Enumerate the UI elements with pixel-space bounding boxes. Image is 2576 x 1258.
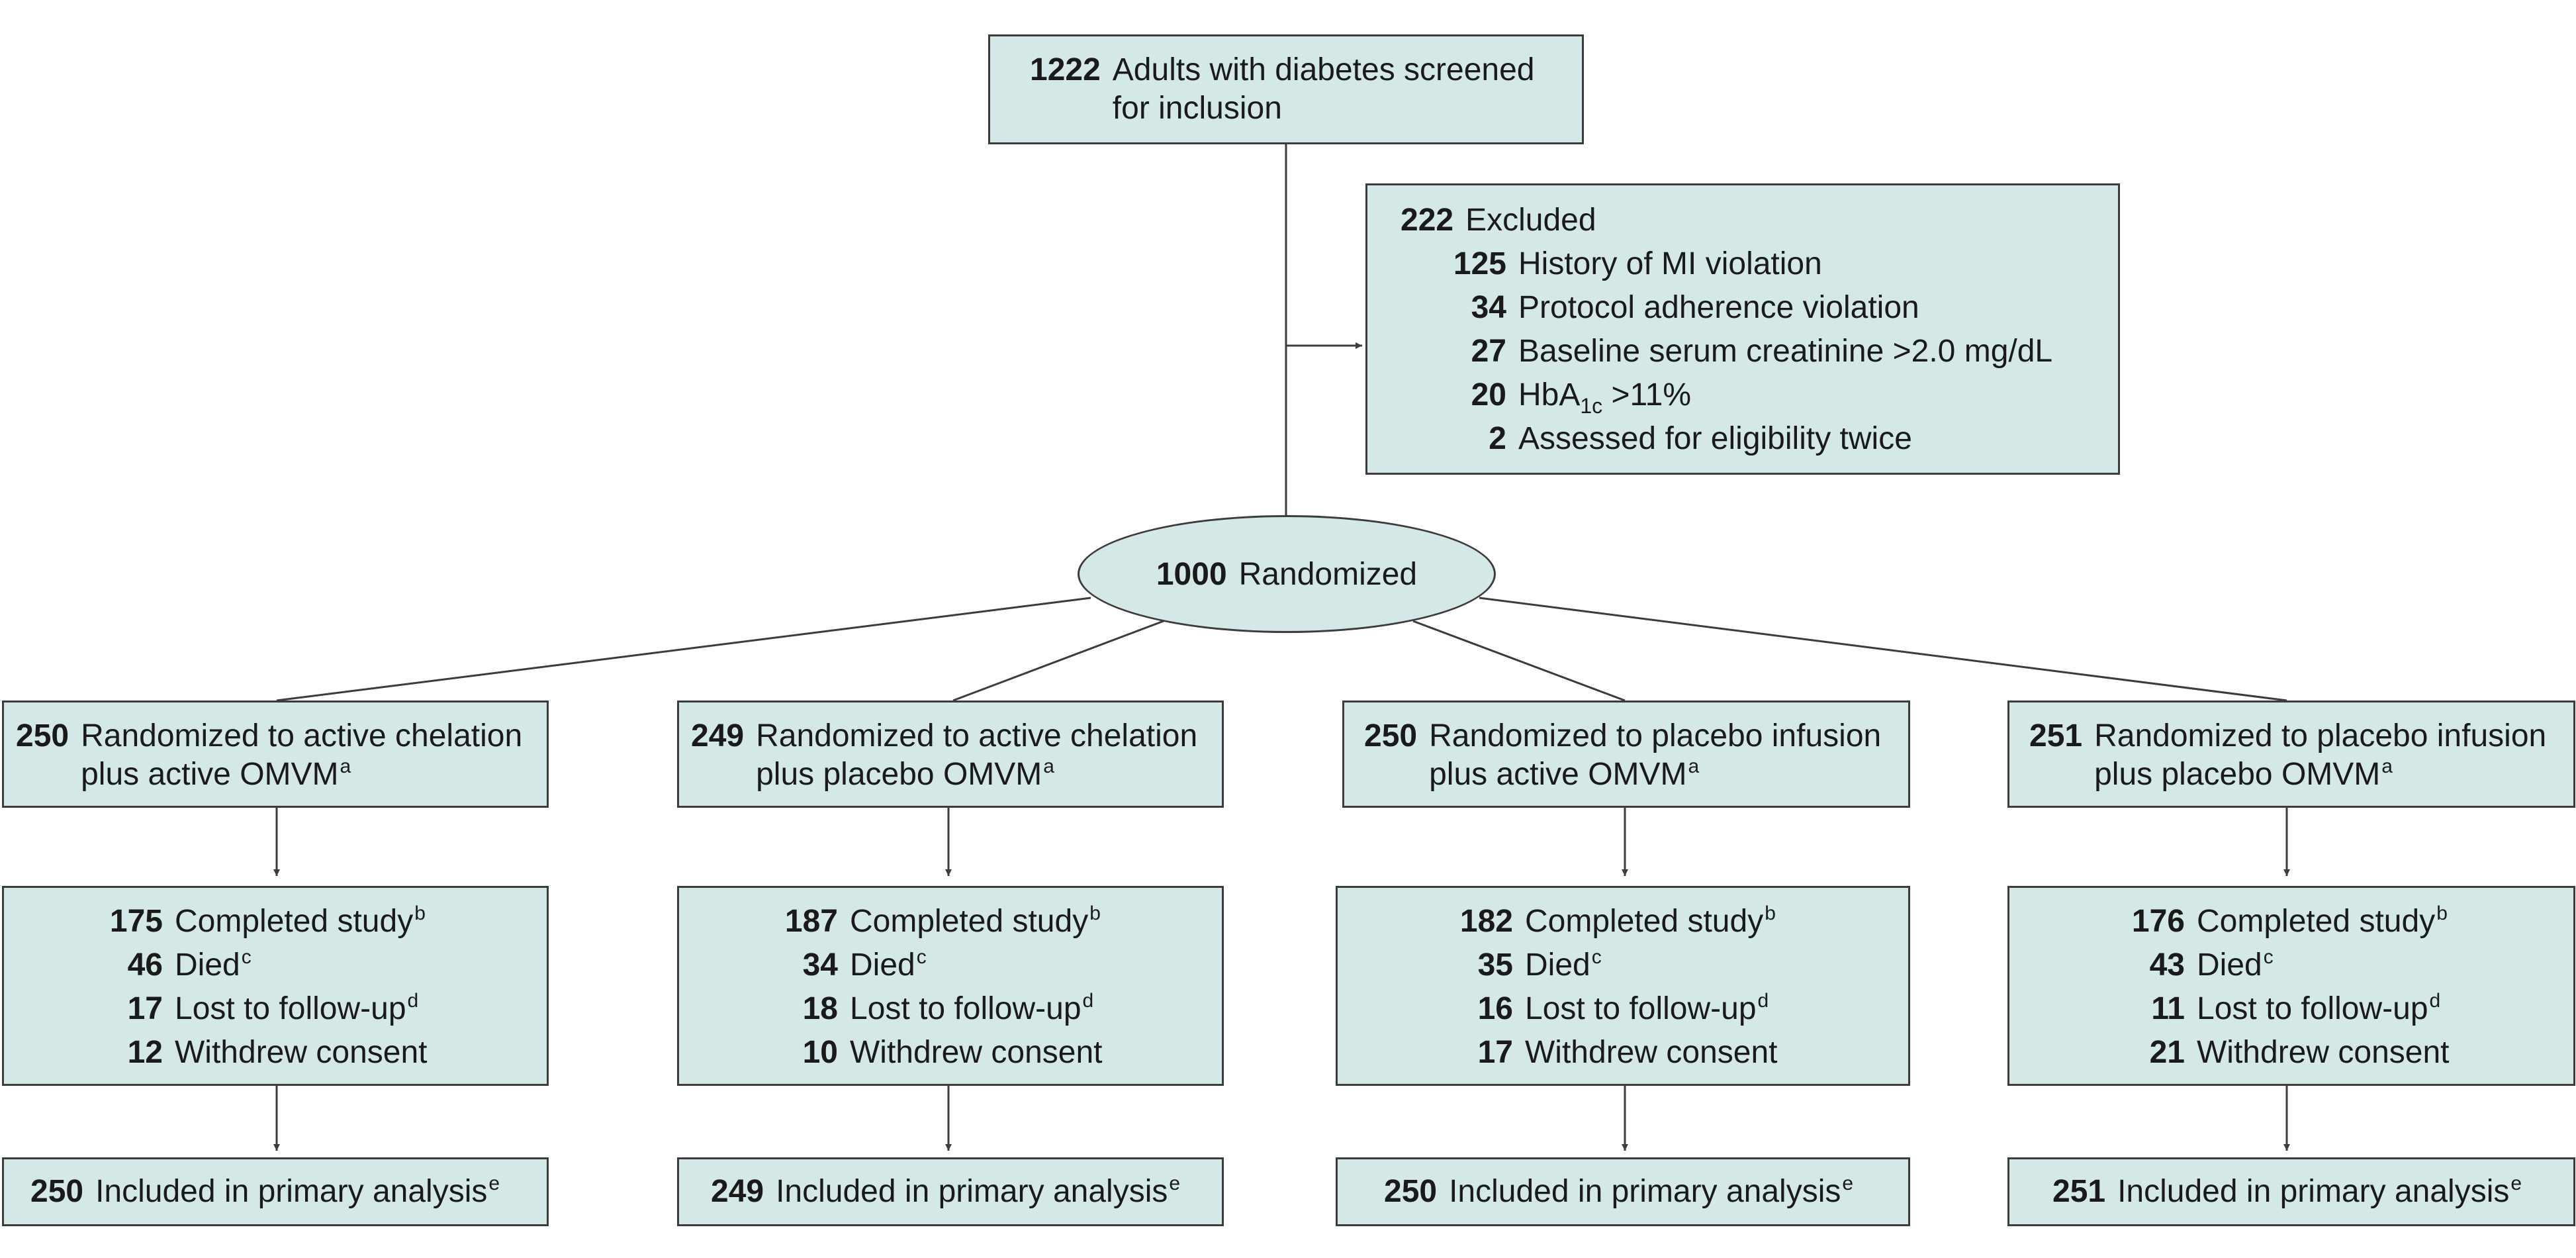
fan-line-arm-3 xyxy=(1412,620,1626,702)
screened-label-line1: Adults with diabetes screened xyxy=(1112,52,1535,87)
randomized-count: 1000 xyxy=(1156,556,1227,592)
randomized-ellipse: 1000 Randomized xyxy=(1078,515,1496,633)
randomized-label: Randomized xyxy=(1238,556,1418,592)
excluded-label: Excluded xyxy=(1465,203,1596,238)
excluded-box: 222 Excluded 125 History of MI violation… xyxy=(1365,183,2120,475)
screened-count: 1222 xyxy=(1030,52,1101,87)
screened-box: 1222 Adults with diabetes screened for i… xyxy=(988,34,1584,144)
fan-line-arm-4 xyxy=(1479,597,2287,702)
excluded-reason: 34 Protocol adherence violation xyxy=(1471,290,1919,325)
fan-line-arm-1 xyxy=(276,597,1091,702)
excluded-reasons: 125 History of MI violation 34 Protocol … xyxy=(1440,242,2118,461)
screened-label-line2: for inclusion xyxy=(1112,91,1282,126)
excluded-reason: 2 Assessed for eligibility twice xyxy=(1489,421,1912,456)
excluded-count: 222 xyxy=(1401,203,1454,238)
excluded-reason: 125 History of MI violation xyxy=(1453,246,1822,281)
excluded-reason: 20 HbA1c >11% xyxy=(1471,377,1692,418)
excluded-reason: 27 Baseline serum creatinine >2.0 mg/dL xyxy=(1471,334,2053,369)
fan-line-arm-2 xyxy=(952,620,1164,702)
